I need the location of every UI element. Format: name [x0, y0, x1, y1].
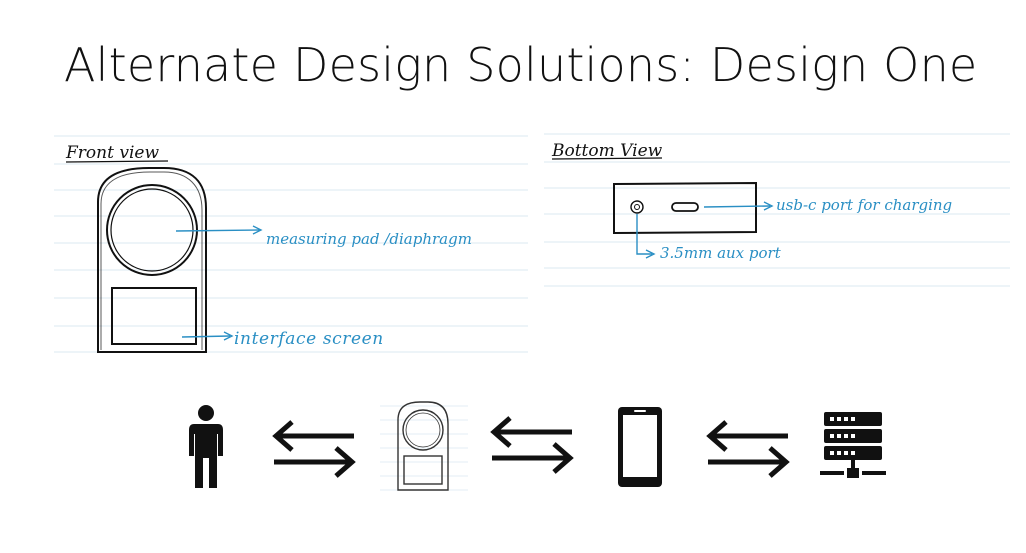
device-thumbnail [380, 401, 468, 491]
front-view-sketch: Front view measuring pad /diaphragm inte… [54, 135, 528, 353]
bottom-view-sketch: Bottom View usb-c port for charging 3.5m… [544, 133, 1010, 287]
slide-title: Alternate Design Solutions: Design One [64, 38, 978, 92]
server-icon [820, 412, 886, 478]
person-icon [189, 405, 223, 488]
label-measuring-pad: measuring pad /diaphragm [266, 230, 472, 248]
label-usb-c: usb-c port for charging [776, 196, 952, 214]
ruled-lines [544, 133, 1010, 287]
bidirectional-arrows-icon [706, 420, 790, 478]
front-view-heading: Front view [65, 143, 159, 163]
device-bottom-outline [613, 181, 757, 235]
label-interface-screen: interface screen [234, 329, 384, 349]
interface-screen-rect [111, 287, 197, 345]
bottom-view-heading: Bottom View [551, 141, 663, 161]
aux-port-circle [630, 200, 644, 214]
bidirectional-arrows-icon [490, 416, 574, 474]
device-body-outline [97, 167, 207, 353]
smartphone-icon [618, 407, 662, 487]
label-aux-port: 3.5mm aux port [660, 244, 782, 262]
usb-c-port-rect [671, 202, 699, 212]
bidirectional-arrows-icon [272, 420, 356, 478]
measuring-pad-circle [106, 184, 198, 276]
